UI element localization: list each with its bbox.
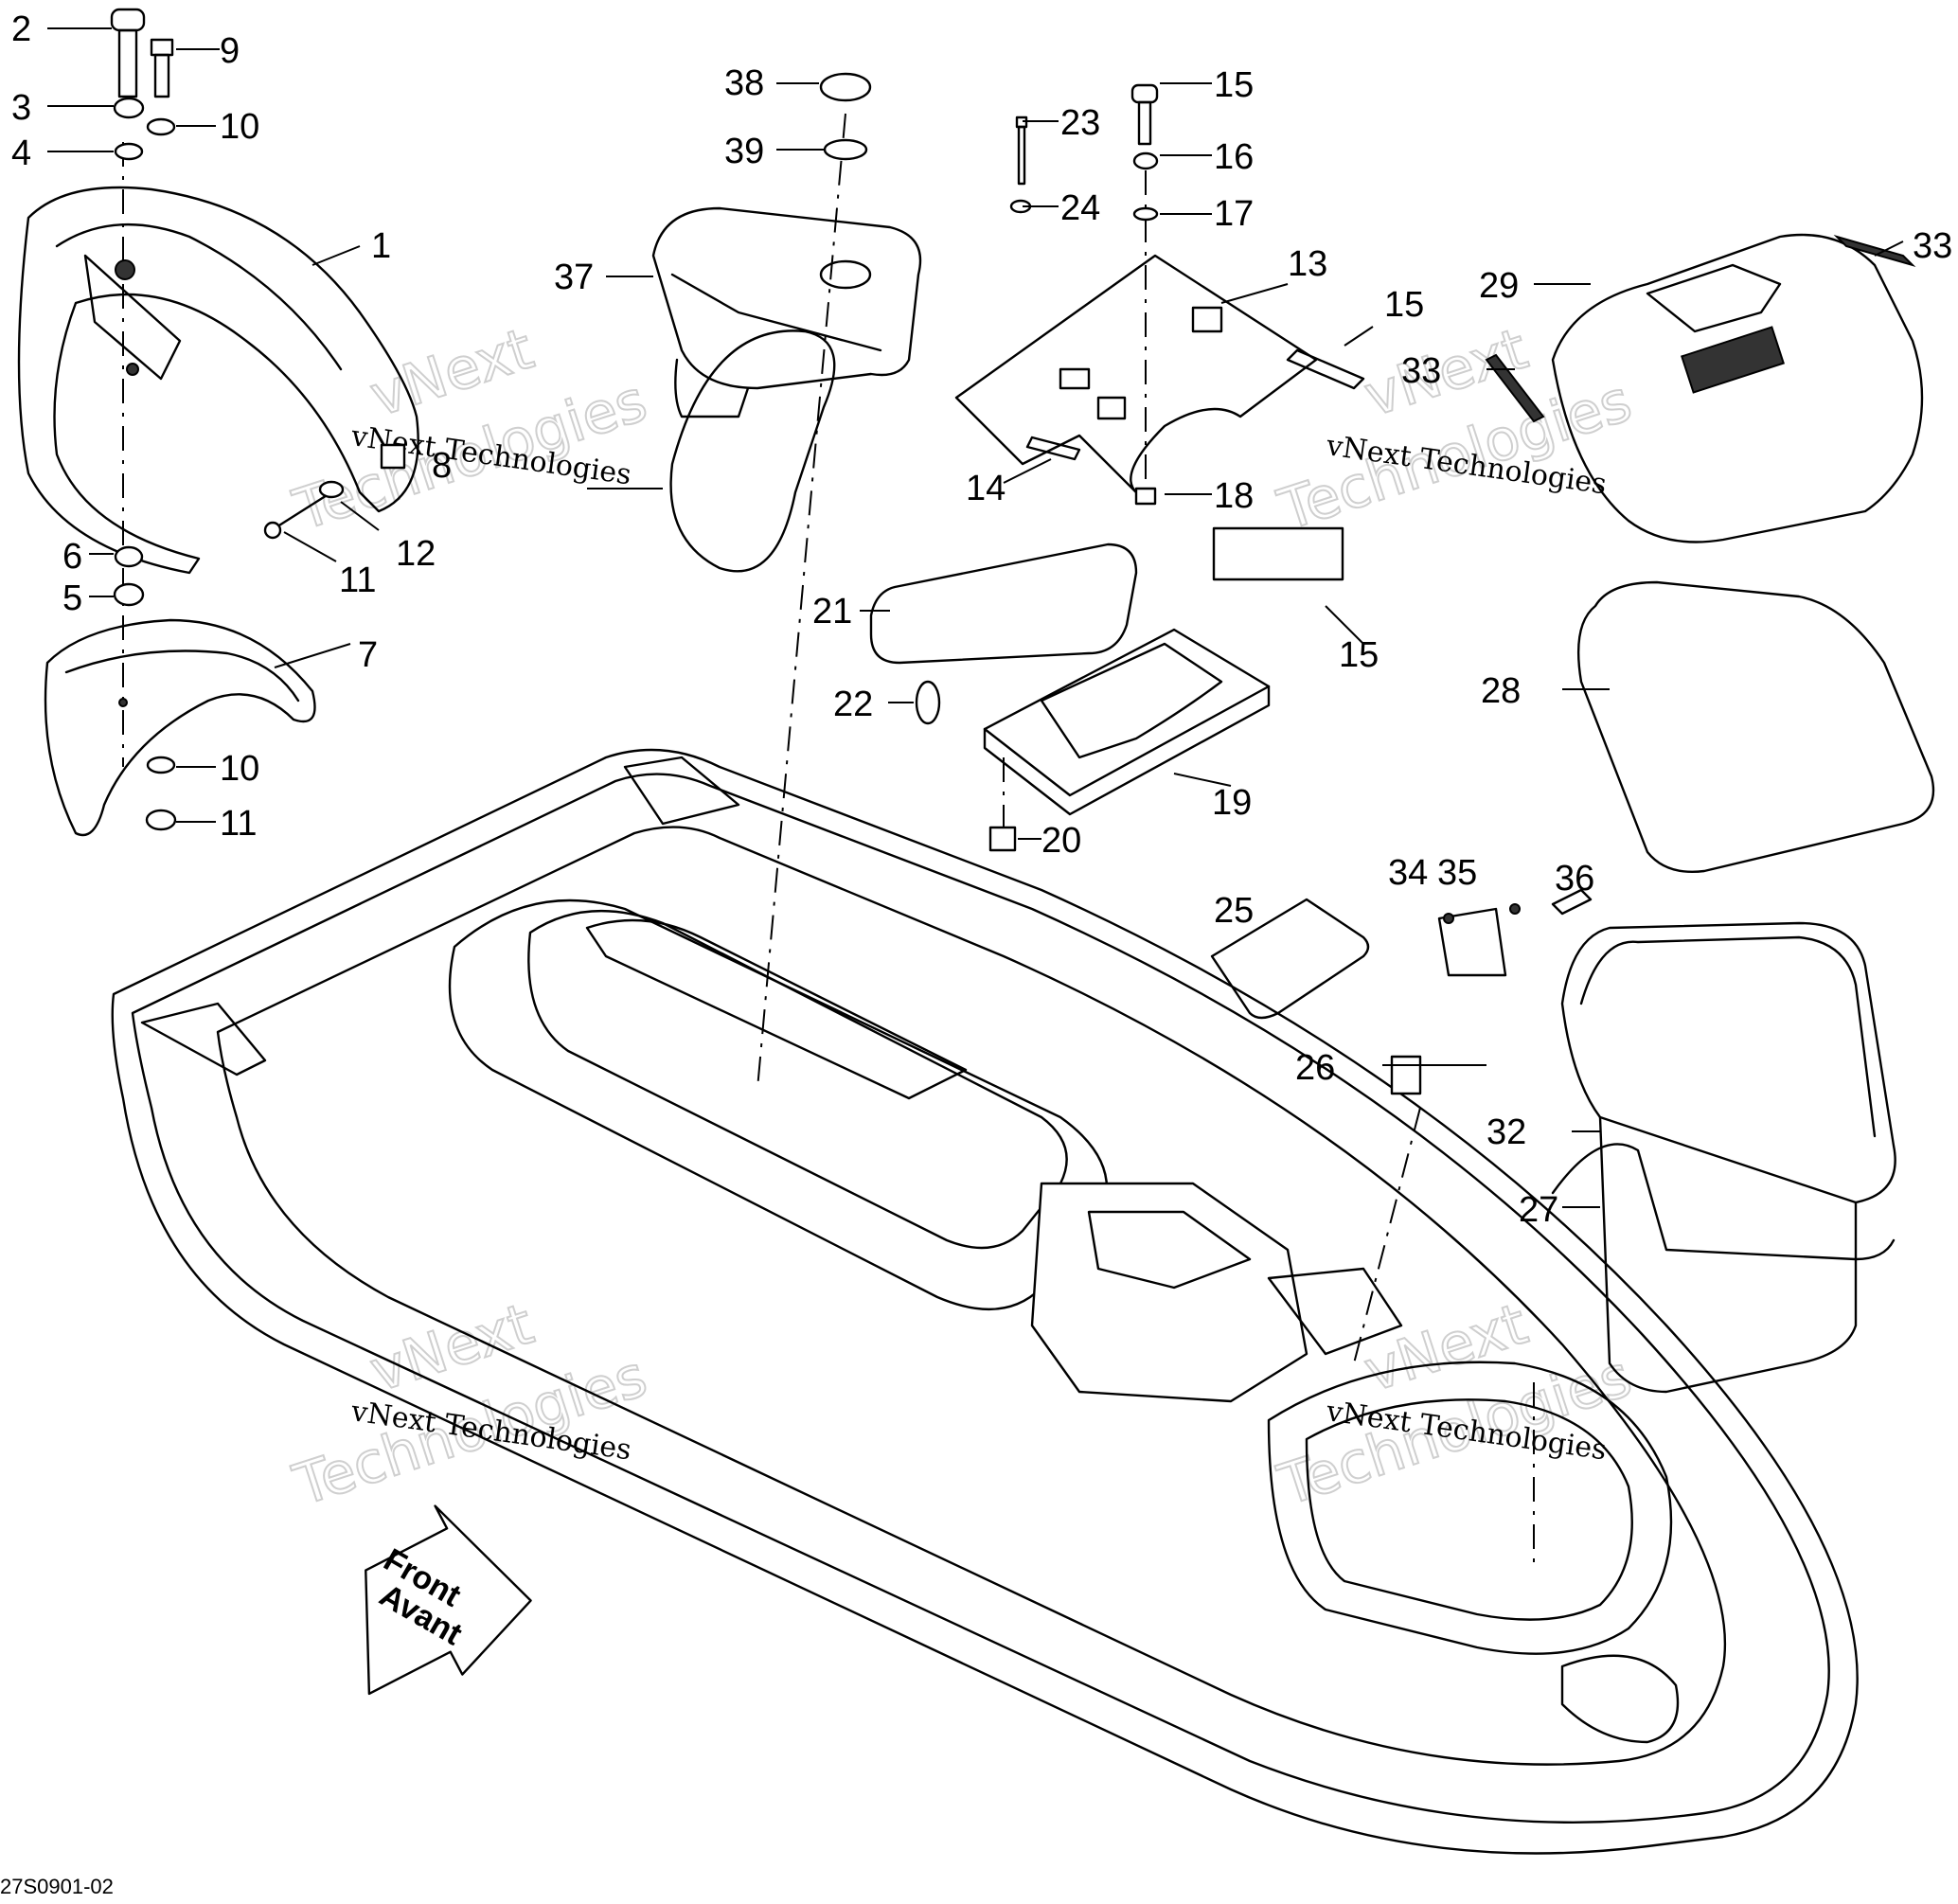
callout-4: 4 <box>11 133 31 173</box>
direction-arrow: Front Avant <box>365 1504 532 1696</box>
callout-3: 3 <box>11 88 31 128</box>
part-lower-cover <box>44 618 316 837</box>
part-glove-box <box>651 72 922 573</box>
callout-25: 23 <box>1060 103 1100 143</box>
callout-33: 33 <box>1401 351 1441 391</box>
callout-16: 15 <box>1339 635 1379 675</box>
diagram-reference-code: 27S0901-02 <box>0 1875 114 1898</box>
callout-17: 15 <box>1214 65 1254 105</box>
watermarks: vNext Technologies vNext Technologies vN… <box>285 315 1640 1521</box>
callout-5: 5 <box>62 578 82 618</box>
callout-26: 24 <box>1060 188 1100 228</box>
callout-24: 22 <box>833 685 873 724</box>
callout-11: 11 <box>220 804 257 844</box>
callout-30: 28 <box>1481 671 1521 711</box>
callout-21: 19 <box>1212 783 1252 823</box>
callout-15: 15 <box>1384 285 1424 325</box>
callout-9: 9 <box>220 31 240 71</box>
callout-36: 36 <box>1555 859 1594 899</box>
part-console-frame <box>869 543 1271 852</box>
callout-14: 13 <box>1288 244 1327 284</box>
part-small-components <box>1210 888 1593 1095</box>
fasteners-left <box>110 8 406 831</box>
leader-lines <box>47 27 1904 1208</box>
callout-8: 8 <box>432 446 452 486</box>
callout-2: 2 <box>11 9 31 49</box>
callout-12: 11 <box>339 561 376 600</box>
callout-27: 25 <box>1214 891 1254 931</box>
callout-10: 10 <box>220 749 259 789</box>
callout-19: 17 <box>1214 194 1254 234</box>
callout-38: 38 <box>724 63 764 103</box>
callout-18: 16 <box>1214 137 1254 177</box>
callout-33: 33 <box>1913 226 1952 266</box>
callout-39: 39 <box>724 132 764 171</box>
callout-28: 26 <box>1295 1048 1335 1088</box>
callout-13: 12 <box>396 534 436 574</box>
callout-23: 21 <box>812 592 852 632</box>
part-front-storage-bin <box>1485 233 1935 1394</box>
callout-34: 34 <box>1388 853 1428 893</box>
callout-6: 6 <box>62 537 82 577</box>
callout-35: 35 <box>1437 853 1477 893</box>
callout-31: 29 <box>1479 266 1519 306</box>
callout-numbers: 2 9 3 10 4 1 8 12 11 6 5 7 10 11 38 39 3… <box>11 9 1952 1230</box>
callout-15: 14 <box>966 469 1006 508</box>
callout-29: 27 <box>1519 1190 1558 1230</box>
callout-20: 18 <box>1214 476 1254 516</box>
hull-deck <box>111 748 1859 1855</box>
callout-7: 7 <box>358 635 378 675</box>
callout-37: 37 <box>554 258 594 297</box>
callout-10: 10 <box>220 107 259 147</box>
callout-1: 1 <box>371 226 391 266</box>
callout-22: 20 <box>1041 821 1081 861</box>
assembly-axes <box>122 113 1535 1572</box>
callout-32: 32 <box>1486 1112 1526 1152</box>
